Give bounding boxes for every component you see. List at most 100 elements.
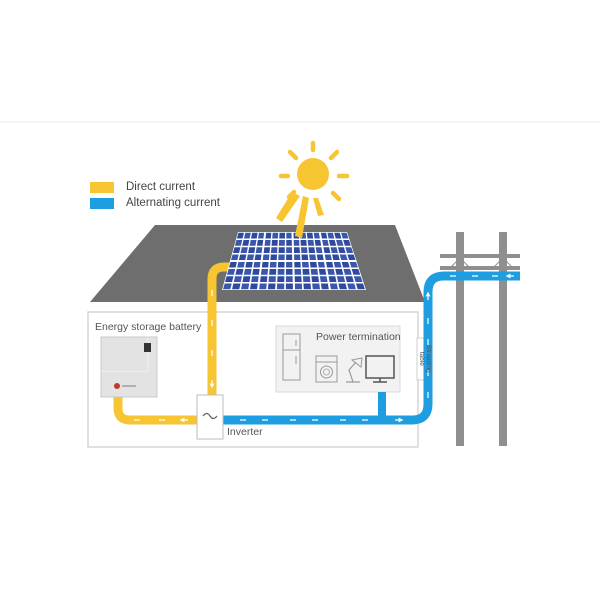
solar-cell [307, 239, 315, 246]
solar-cell [328, 276, 337, 283]
dc-current-path [113, 262, 262, 425]
inverter-label: Inverter [227, 426, 263, 438]
solar-cell [279, 232, 286, 239]
solar-cell [319, 276, 328, 283]
solar-cell [343, 268, 352, 275]
monitor-icon [365, 355, 395, 383]
solar-cell [253, 261, 261, 268]
solar-cell [228, 261, 237, 268]
legend-label-dc: Direct current [126, 181, 196, 193]
solar-cell [347, 254, 356, 261]
solar-cell [330, 247, 338, 254]
solar-cell [293, 254, 301, 261]
solar-cell [235, 268, 244, 275]
solar-cell [293, 239, 300, 246]
solar-cell [233, 276, 242, 283]
solar-cell [276, 283, 285, 290]
solar-cell [310, 268, 319, 275]
solar-cell [277, 276, 285, 283]
solar-cell [325, 261, 334, 268]
solar-cell [254, 254, 262, 261]
solar-cell [277, 268, 285, 275]
solar-cell [286, 239, 293, 246]
solar-cell [223, 283, 232, 290]
solar-cell [245, 261, 253, 268]
solar-cell [303, 283, 312, 290]
solar-cell [256, 239, 264, 246]
solar-cell [246, 254, 255, 261]
solar-cell [328, 239, 337, 246]
solar-cell [308, 247, 316, 254]
solar-cell [248, 247, 256, 254]
solar-cell [286, 261, 293, 268]
solar-cell [351, 268, 361, 275]
solar-cell [259, 276, 268, 283]
solar-cell [265, 232, 272, 239]
solar-cell [225, 276, 234, 283]
solar-cell [347, 283, 356, 290]
solar-cell [264, 239, 271, 246]
legend-swatch-dc [90, 182, 114, 193]
solar-cell [251, 276, 259, 283]
solar-panel-icon [222, 231, 366, 291]
solar-cell [353, 276, 363, 283]
solar-cell [302, 268, 310, 275]
desk-lamp-icon [346, 357, 363, 383]
solar-cell [300, 247, 308, 254]
solar-cell [315, 247, 323, 254]
solar-cell [306, 232, 314, 239]
solar-cell [270, 247, 278, 254]
power-termination-label: Power termination [316, 331, 401, 343]
solar-cell [269, 268, 277, 275]
solar-cell [313, 232, 321, 239]
solar-cell [285, 276, 293, 283]
solar-cell [323, 247, 331, 254]
battery-label: Energy storage battery [95, 321, 202, 333]
fridge-icon [282, 333, 301, 381]
ac-current-path [222, 271, 520, 425]
sun-icon [276, 140, 350, 238]
solar-cell [286, 232, 292, 239]
solar-cell [311, 276, 320, 283]
solar-cell [286, 254, 293, 261]
solar-cell [294, 268, 302, 275]
solar-cell [316, 254, 324, 261]
solar-cell [258, 283, 267, 290]
solar-cell [260, 268, 269, 275]
solar-cell [242, 239, 250, 246]
solar-cell [249, 283, 258, 290]
solar-cell [269, 261, 277, 268]
solar-cell [255, 247, 263, 254]
battery-icon [95, 315, 158, 398]
solar-cell [339, 254, 348, 261]
solar-cell [230, 254, 239, 261]
solar-cell [327, 268, 335, 275]
solar-cell [271, 239, 278, 246]
solar-cell [267, 283, 276, 290]
solar-cell [327, 232, 335, 239]
solar-cell [261, 261, 269, 268]
solar-cell [268, 276, 276, 283]
solar-cell [242, 276, 251, 283]
solar-cell [277, 261, 285, 268]
solar-cell [320, 283, 330, 290]
solar-cell [334, 232, 342, 239]
solar-cell [272, 232, 279, 239]
solar-cell [258, 232, 265, 239]
solar-cell [333, 261, 342, 268]
solar-cell [249, 239, 257, 246]
solar-cell [318, 268, 327, 275]
solar-cell [341, 232, 349, 239]
solar-cell [335, 268, 344, 275]
strapping-line-1: Strapping [424, 344, 432, 373]
solar-cell [250, 232, 258, 239]
solar-cell [262, 254, 270, 261]
inverter-icon [196, 394, 224, 440]
solar-cell [263, 247, 271, 254]
solar-cell [285, 268, 293, 275]
solar-cell [237, 261, 245, 268]
solar-cell [309, 254, 317, 261]
solar-cell [294, 261, 301, 268]
solar-cell [243, 232, 251, 239]
solar-cell [241, 283, 250, 290]
